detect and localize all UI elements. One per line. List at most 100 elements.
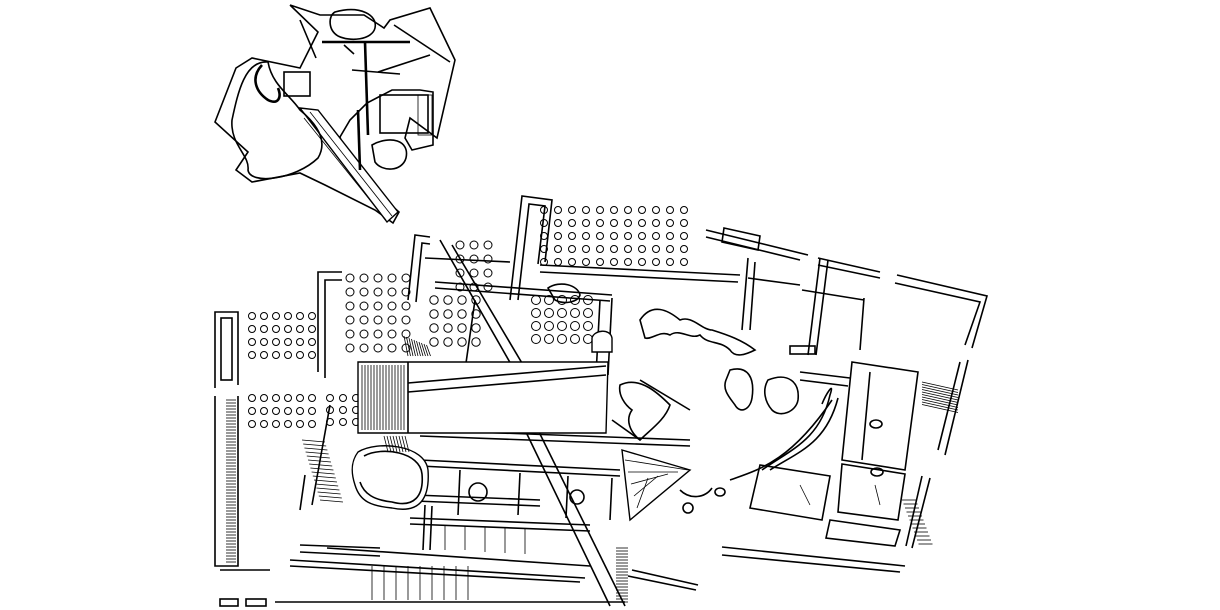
tree xyxy=(284,420,292,428)
tree xyxy=(568,232,576,240)
tree xyxy=(308,325,316,333)
tree xyxy=(401,329,411,339)
triangular-roof xyxy=(621,449,692,522)
tree xyxy=(531,295,541,305)
tree xyxy=(308,407,316,415)
tree xyxy=(624,219,632,227)
tree xyxy=(455,240,465,250)
tree xyxy=(638,245,646,253)
tree xyxy=(680,258,688,266)
tree xyxy=(554,206,562,214)
tree xyxy=(554,219,562,227)
tree xyxy=(554,258,562,266)
tree xyxy=(443,295,453,305)
tree xyxy=(260,394,268,402)
tree xyxy=(469,240,479,250)
tree xyxy=(339,406,347,414)
tree xyxy=(284,394,292,402)
tree xyxy=(596,206,604,214)
tree xyxy=(544,321,554,331)
tree xyxy=(401,301,411,311)
tree xyxy=(582,232,590,240)
tree xyxy=(248,351,256,359)
tree xyxy=(624,232,632,240)
tree xyxy=(557,308,567,318)
tree xyxy=(680,219,688,227)
tree xyxy=(248,420,256,428)
tree xyxy=(443,309,453,319)
tree xyxy=(582,258,590,266)
tree xyxy=(308,420,316,428)
tree xyxy=(483,268,493,278)
tree xyxy=(345,343,355,353)
tree xyxy=(557,334,567,344)
tree xyxy=(471,323,481,333)
tree xyxy=(557,321,567,331)
tree xyxy=(260,407,268,415)
tree xyxy=(345,329,355,339)
tree xyxy=(339,418,347,426)
tree xyxy=(260,338,268,346)
tree xyxy=(596,258,604,266)
tree xyxy=(610,258,618,266)
tree xyxy=(610,206,618,214)
tree xyxy=(624,245,632,253)
left-stair-strip xyxy=(214,311,625,607)
tree xyxy=(583,334,593,344)
tree xyxy=(272,312,280,320)
tree xyxy=(652,206,660,214)
tree xyxy=(531,321,541,331)
tree xyxy=(308,394,316,402)
tree xyxy=(272,420,280,428)
tree xyxy=(284,312,292,320)
tree xyxy=(457,309,467,319)
tree xyxy=(666,258,674,266)
tree xyxy=(610,232,618,240)
tree xyxy=(680,206,688,214)
tree xyxy=(582,219,590,227)
tree xyxy=(554,245,562,253)
tree xyxy=(359,343,369,353)
tree xyxy=(610,219,618,227)
tree-grid xyxy=(248,206,688,428)
tree xyxy=(260,312,268,320)
tree xyxy=(652,219,660,227)
tree xyxy=(373,273,383,283)
tree xyxy=(284,338,292,346)
tree xyxy=(308,351,316,359)
key-plan-pavilion xyxy=(329,8,376,41)
tree xyxy=(373,301,383,311)
tree xyxy=(483,240,493,250)
tree xyxy=(554,232,562,240)
tree xyxy=(680,245,688,253)
tree xyxy=(272,394,280,402)
tree xyxy=(638,206,646,214)
tree xyxy=(401,315,411,325)
tree xyxy=(457,295,467,305)
tree xyxy=(345,287,355,297)
tree xyxy=(296,351,304,359)
tree xyxy=(624,206,632,214)
tree xyxy=(296,407,304,415)
tree xyxy=(326,394,334,402)
tree xyxy=(638,232,646,240)
tree xyxy=(652,245,660,253)
tree xyxy=(248,312,256,320)
tree xyxy=(248,394,256,402)
tree xyxy=(272,407,280,415)
tree xyxy=(610,245,618,253)
tree xyxy=(596,245,604,253)
tree xyxy=(373,329,383,339)
tree xyxy=(568,245,576,253)
tree xyxy=(624,258,632,266)
tree xyxy=(296,420,304,428)
tree xyxy=(387,287,397,297)
tree xyxy=(568,206,576,214)
key-plan-ramp xyxy=(298,107,399,224)
tree xyxy=(531,334,541,344)
tree xyxy=(401,273,411,283)
tree xyxy=(544,295,554,305)
central-building xyxy=(357,361,692,522)
tree xyxy=(272,325,280,333)
